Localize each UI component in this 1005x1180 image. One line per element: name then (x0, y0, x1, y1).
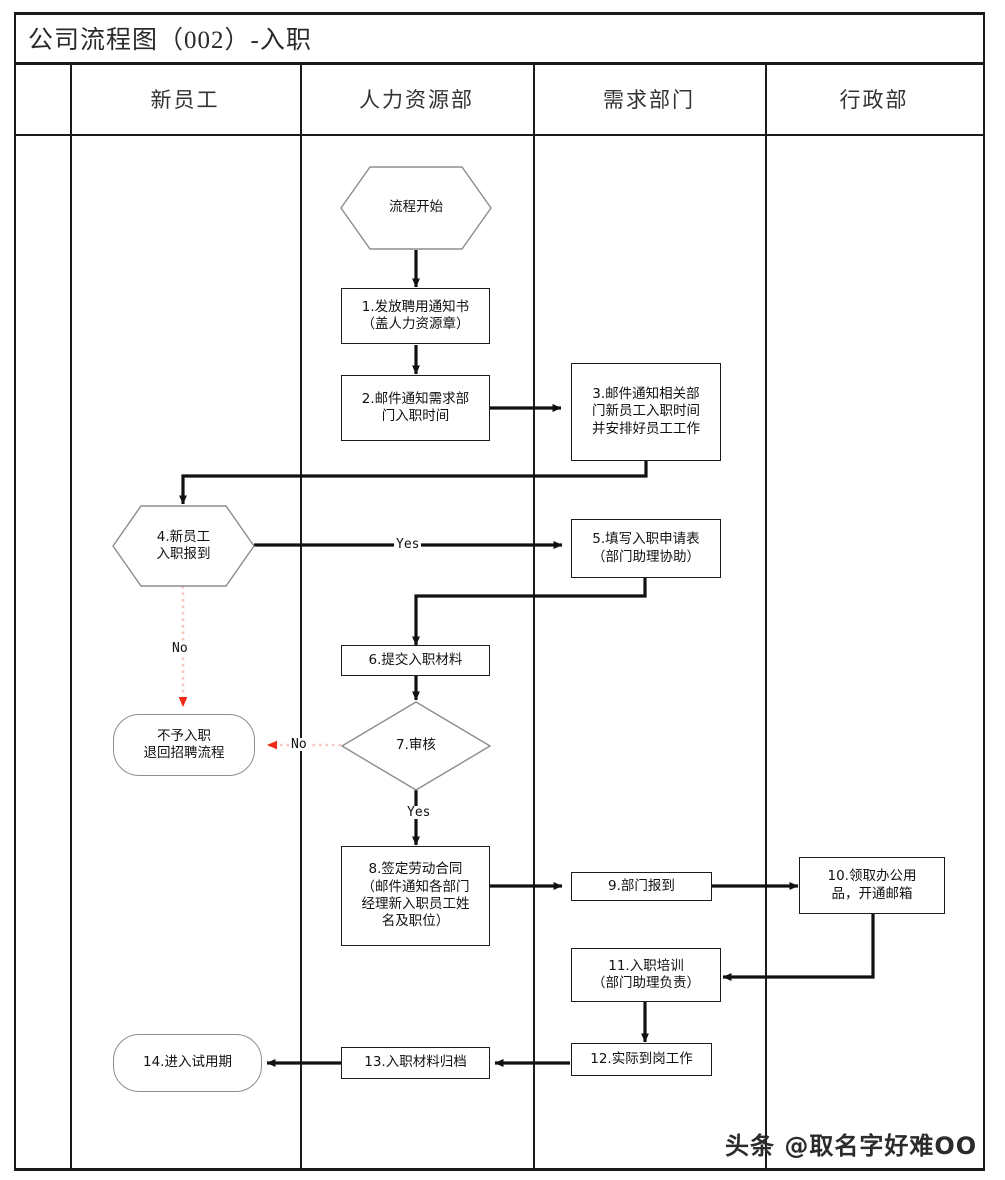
column-header-hr: 人力资源部 (300, 64, 533, 134)
hexagon-shape (112, 505, 255, 587)
frame-left-border (14, 12, 16, 1171)
edge-label-yes-7-to-8: Yes (405, 805, 433, 820)
edge-10-to-11 (722, 913, 875, 981)
column-header-label: 人力资源部 (359, 88, 474, 112)
node-4-new-employee-report[interactable]: 4.新员工 入职报到 (112, 505, 255, 587)
frame-top-border (14, 12, 985, 15)
frame-col-divider-1 (70, 64, 72, 1171)
frame-col-divider-2 (300, 64, 302, 1171)
node-start[interactable]: 流程开始 (340, 166, 492, 250)
frame-header-bottom-border (14, 134, 985, 136)
frame-col-divider-4 (765, 64, 767, 1171)
node-14-probation-period[interactable]: 14.进入试用期 (113, 1034, 262, 1092)
node-10-collect-supplies[interactable]: 10.领取办公用 品，开通邮箱 (799, 857, 945, 914)
column-header-label: 新员工 (150, 88, 220, 112)
node-12-start-work[interactable]: 12.实际到岗工作 (571, 1043, 712, 1076)
edge-label-no-7-to-reject: No (289, 737, 309, 752)
node-7-review[interactable]: 7.审核 (341, 701, 491, 791)
node-13-archive-materials[interactable]: 13.入职材料归档 (341, 1047, 490, 1079)
node-reject-return-to-recruitment[interactable]: 不予入职 退回招聘流程 (113, 714, 255, 776)
node-8-sign-contract[interactable]: 8.签定劳动合同 （邮件通知各部门 经理新入职员工姓 名及职位） (341, 846, 490, 946)
column-header-label: 行政部 (839, 88, 909, 112)
frame-col-divider-3 (533, 64, 535, 1171)
column-header-label: 需求部门 (603, 88, 695, 112)
diamond-shape (341, 701, 491, 791)
frame-bottom-border (14, 1168, 985, 1171)
node-3-notify-related-depts[interactable]: 3.邮件通知相关部 门新员工入职时间 并安排好员工工作 (571, 363, 721, 461)
watermark: 头条 @取名字好难OO (725, 1132, 978, 1160)
frame-title-bottom-border (14, 62, 985, 65)
page-title: 公司流程图（002）-入职 (28, 27, 312, 54)
edge-3-to-4 (179, 461, 648, 505)
node-5-fill-application[interactable]: 5.填写入职申请表 （部门助理协助） (571, 519, 721, 578)
node-1-offer-letter[interactable]: 1.发放聘用通知书 （盖人力资源章） (341, 288, 490, 344)
node-9-dept-report[interactable]: 9.部门报到 (571, 872, 712, 901)
column-header-requesting-dept: 需求部门 (533, 64, 765, 134)
node-11-onboarding-training[interactable]: 11.入职培训 （部门助理负责） (571, 948, 721, 1002)
chart-title-bar: 公司流程图（002）-入职 (14, 14, 985, 62)
column-header-new-employee: 新员工 (70, 64, 300, 134)
edge-label-no-4-to-reject: No (170, 641, 190, 656)
node-2-notify-dept[interactable]: 2.邮件通知需求部 门入职时间 (341, 375, 490, 441)
node-6-submit-materials[interactable]: 6.提交入职材料 (341, 645, 490, 676)
edge-label-yes-4-to-5: Yes (394, 537, 422, 552)
frame-right-border (983, 12, 985, 1171)
edge-5-to-6 (412, 578, 647, 646)
column-header-admin-dept: 行政部 (765, 64, 983, 134)
hexagon-shape (340, 166, 492, 250)
